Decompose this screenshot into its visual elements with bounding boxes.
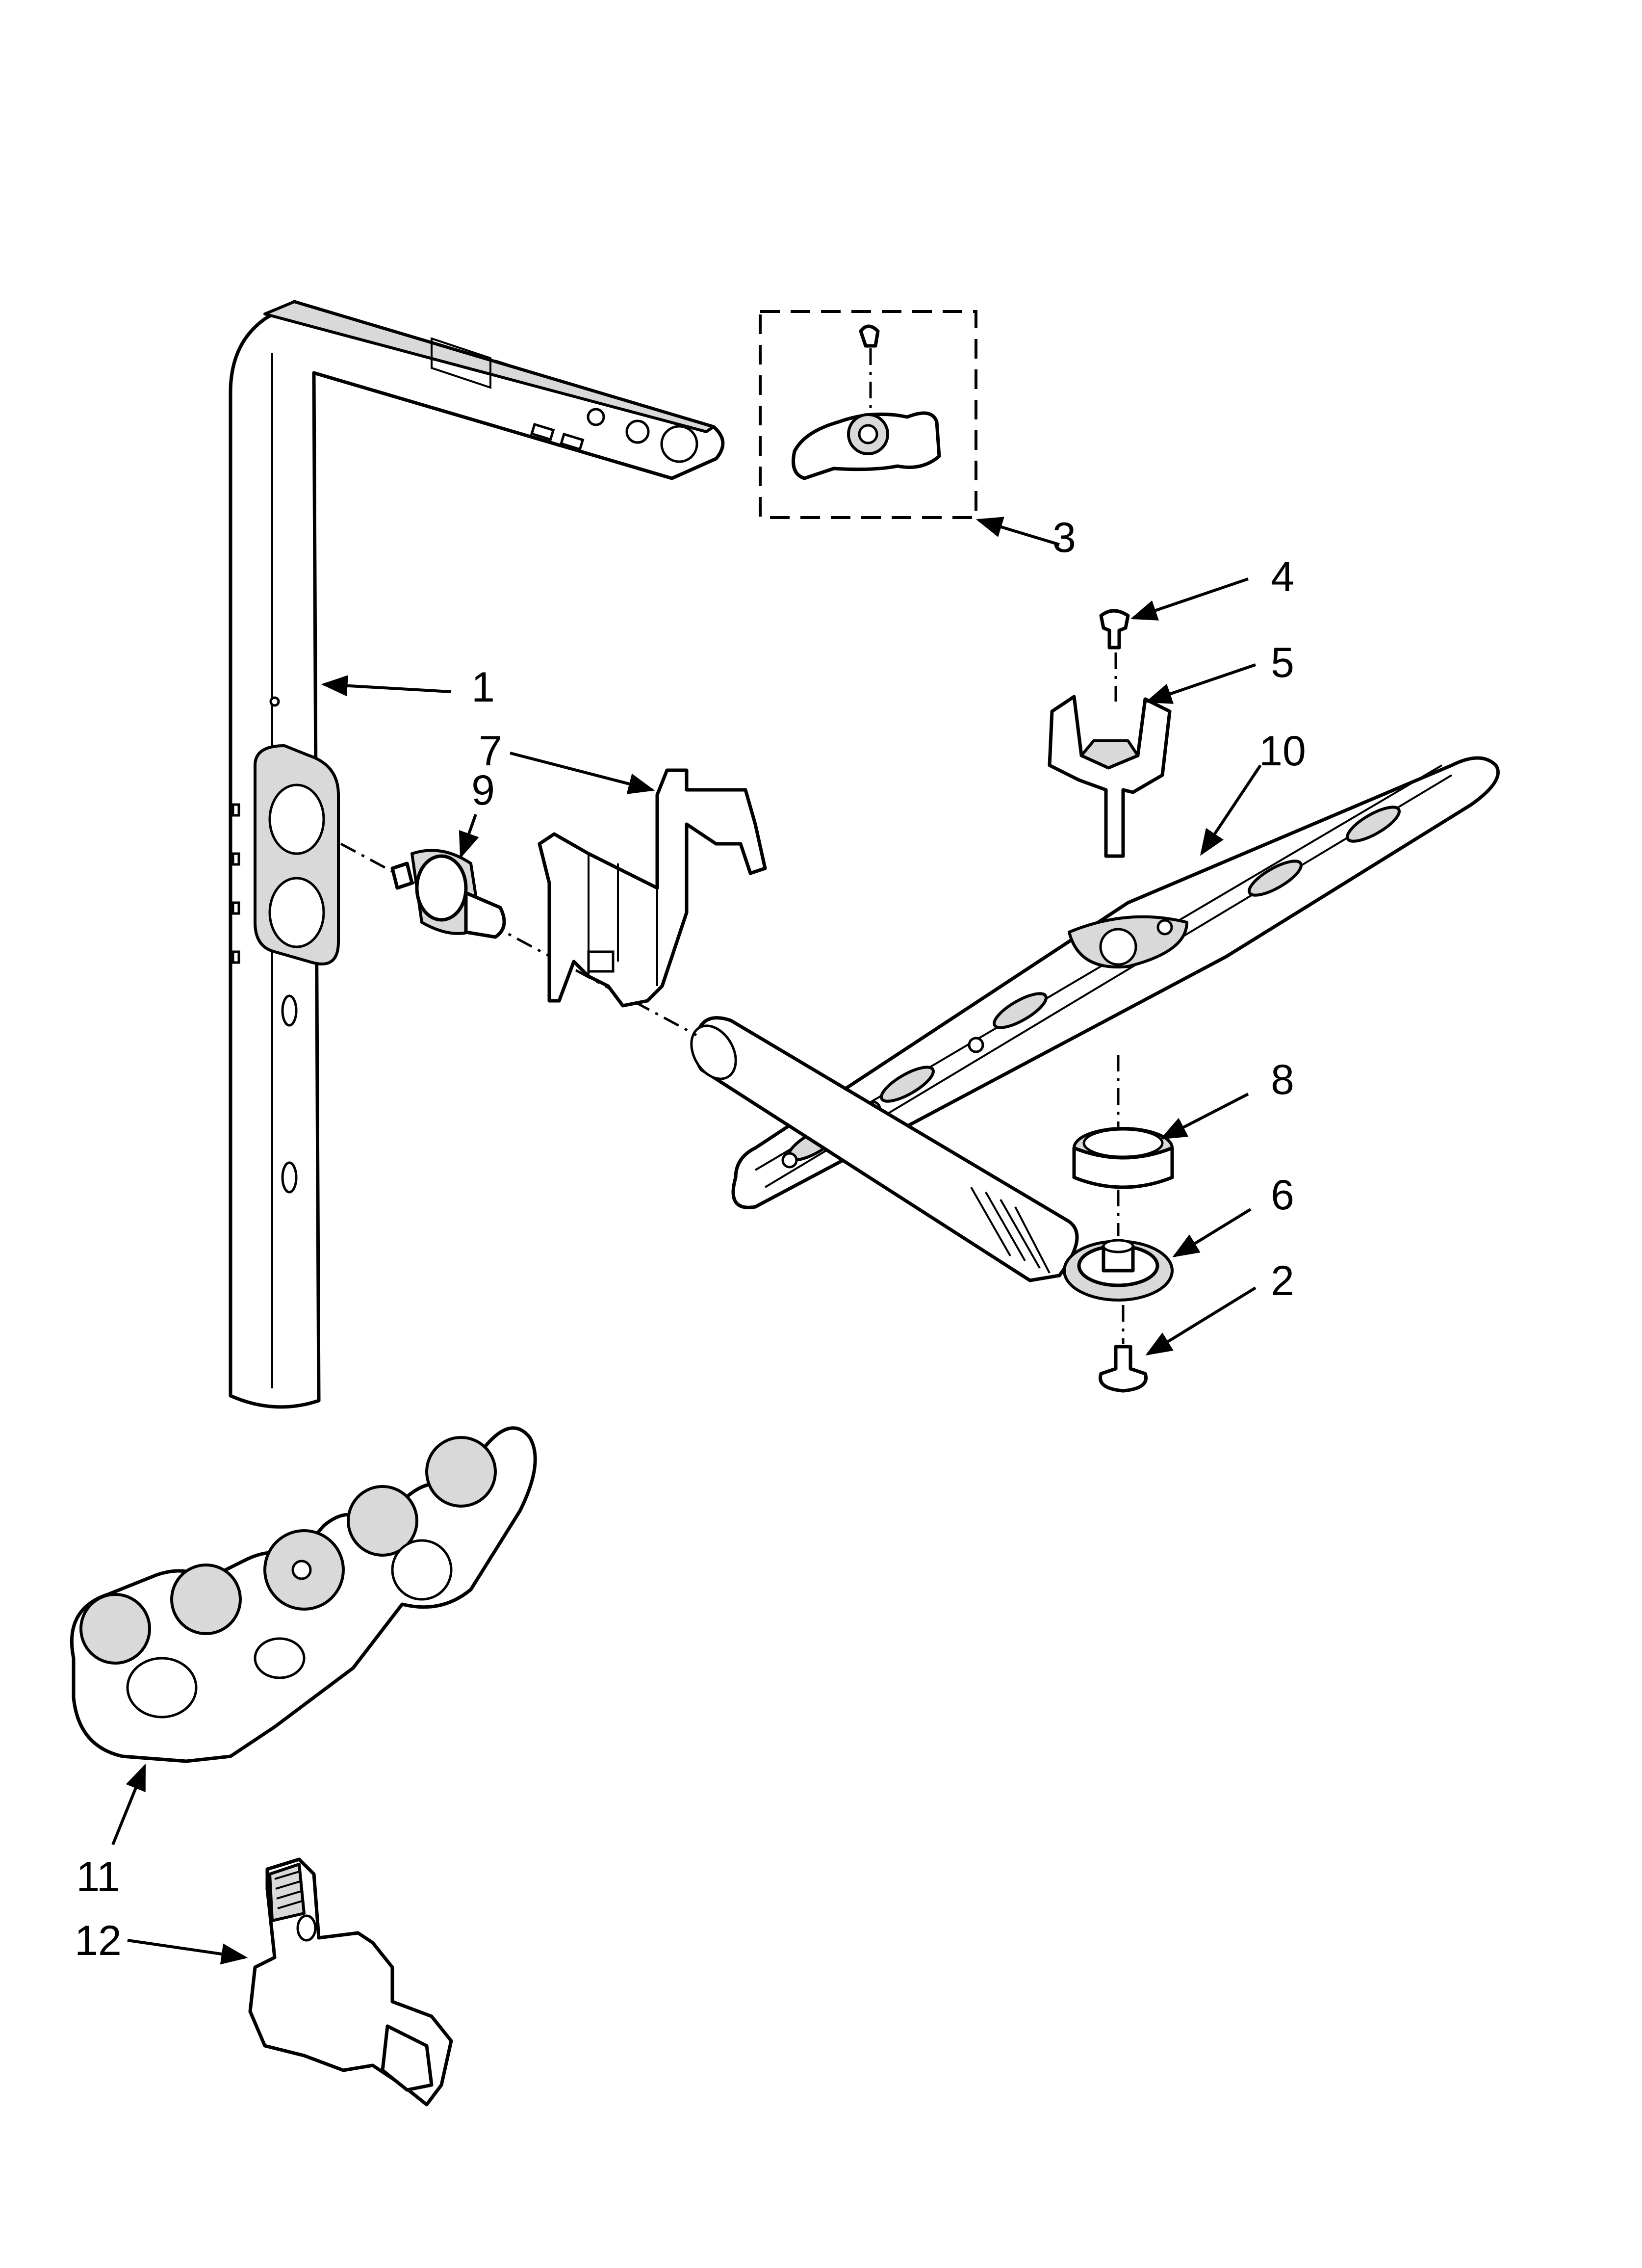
part-7-bracket [538,768,767,1008]
leader-11 [111,1763,146,1846]
part-4-screw [1099,609,1130,650]
callout-7: 7 [479,728,502,775]
part-3-clip-assembly [759,310,977,519]
leader-5 [1145,663,1256,704]
leader-2 [1145,1286,1257,1356]
leader-4 [1130,577,1249,621]
callout-12: 12 [75,1917,122,1964]
callout-10: 10 [1259,728,1306,775]
part-12-cover [248,1857,453,2107]
callout-labels: 1 2 3 4 5 6 7 8 9 10 11 12 [75,514,1306,1964]
part-6-hub [1063,1190,1174,1302]
part-5-mount [1048,652,1172,858]
leader-lines [111,517,1262,1965]
leader-10 [1200,764,1262,856]
leader-3 [975,517,1060,546]
callout-6: 6 [1271,1172,1294,1219]
callout-9: 9 [471,767,495,814]
callout-1: 1 [471,664,495,711]
leader-12 [127,1939,248,1965]
callout-5: 5 [1271,639,1294,686]
callout-11: 11 [76,1853,120,1901]
callout-2: 2 [1271,1257,1294,1304]
part-11-spray-manifold [70,1426,537,1763]
part-2-screw [1099,1305,1148,1393]
leader-1 [321,675,452,697]
part-supply-pipe [690,1016,1079,1282]
callout-4: 4 [1271,553,1294,600]
callout-3: 3 [1052,514,1076,561]
part-8-ring [1072,1055,1174,1189]
part-9-connector [340,842,697,1037]
leader-8 [1160,1093,1249,1140]
callout-8: 8 [1271,1056,1294,1103]
leader-9 [459,814,479,859]
leader-6 [1172,1208,1252,1257]
part-1-supply-tube [229,300,725,1409]
leader-7 [510,752,655,794]
